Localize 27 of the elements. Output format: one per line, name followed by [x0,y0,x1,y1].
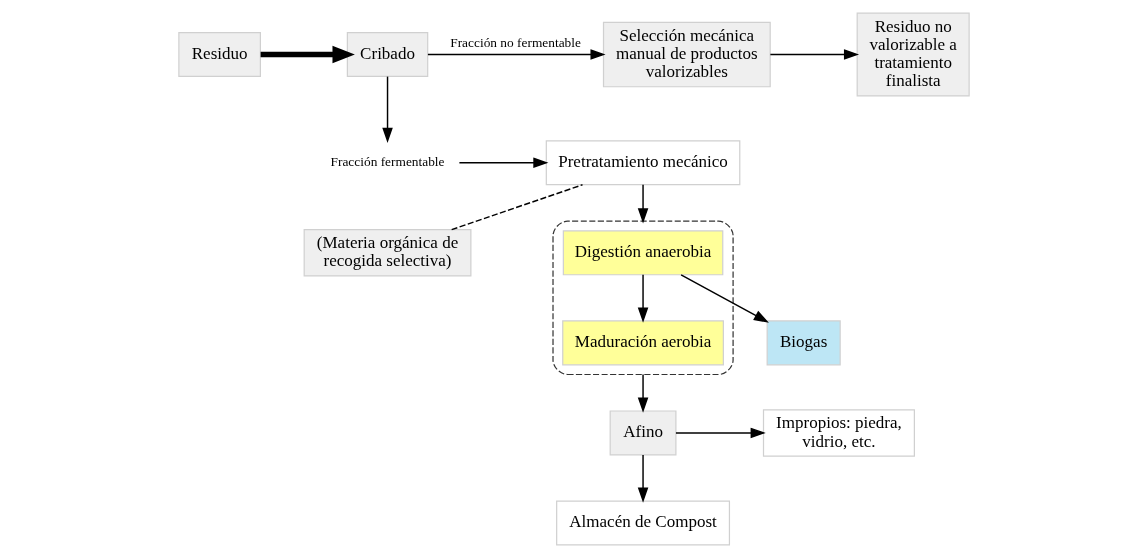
arrow [637,184,649,224]
arrow [637,373,649,413]
arrow [637,274,649,323]
arrow [675,427,766,439]
node-box: Cribado [346,32,429,77]
node-box: (Materia orgánica de recogida selectiva) [303,229,472,277]
node-box: Impropios: piedra, vidrio, etc. [762,409,915,457]
node-box: Selección mecánica manual de productos valorizables [602,21,771,88]
edge-label: Fracción no fermentable [450,34,581,50]
node-box: Biogas [766,320,841,366]
node-box: Residuo no valorizable a tratamiento finalista [856,12,970,97]
node-box: Pretratamiento mecánico [545,140,741,186]
node-box: Digestión anaerobia [562,230,724,276]
node-box: Almacén de Compost [556,500,731,546]
node-box: Residuo [178,32,261,77]
arrow [427,49,606,60]
arrow [769,49,860,60]
arrow [637,454,649,503]
arrow [260,45,355,64]
node-text: Fracción fermentable [330,154,445,170]
node-box: Maduración aerobia [562,320,724,366]
connector [450,184,584,231]
cluster [552,220,734,376]
node-box: Afino [609,410,677,456]
arrow [680,274,769,323]
arrow [382,75,393,143]
arrow [458,157,549,169]
